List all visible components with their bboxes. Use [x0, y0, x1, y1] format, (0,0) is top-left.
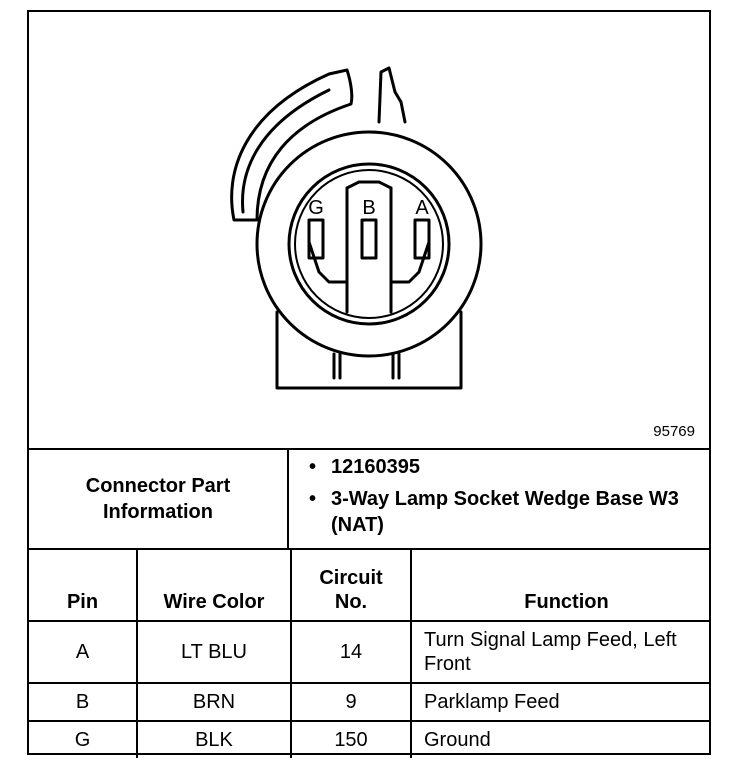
row-circuit: 14: [290, 620, 412, 684]
connector-drawing: G B A: [230, 66, 483, 390]
connector-info-list: 12160395 3-Way Lamp Socket Wedge Base W3…: [291, 450, 709, 548]
row-pin: B: [29, 682, 138, 722]
connector-diagram: G B A 95769: [29, 12, 709, 450]
row-wire-color: BLK: [136, 720, 292, 758]
row-pin: G: [29, 720, 138, 758]
header-circuit-text: Circuit No.: [319, 567, 383, 613]
row-pin: A: [29, 620, 138, 684]
table-row: G BLK 150 Ground: [29, 720, 709, 758]
row-circuit: 150: [290, 720, 412, 758]
housing-base: [275, 310, 463, 390]
row-circuit: 9: [290, 682, 412, 722]
socket-slot: [307, 240, 431, 284]
connector-info-label: Connector Part Information: [29, 450, 289, 548]
terminal-g: [307, 218, 325, 260]
figure-number: 95769: [653, 423, 695, 440]
header-function: Function: [410, 550, 709, 622]
terminal-b: [360, 218, 378, 260]
part-description: 3-Way Lamp Socket Wedge Base W3 (NAT): [309, 486, 709, 538]
row-wire-color: LT BLU: [136, 620, 292, 684]
connector-info: Connector Part Information 12160395 3-Wa…: [29, 450, 709, 550]
header-pin: Pin: [29, 550, 138, 622]
part-number: 12160395: [309, 454, 709, 480]
top-notch: [345, 180, 393, 190]
table-row: B BRN 9 Parklamp Feed: [29, 682, 709, 722]
outer-ring: [255, 130, 483, 358]
header-wire-color: Wire Color: [136, 550, 292, 622]
pin-table: Pin Wire Color Circuit No. Function A LT…: [29, 550, 709, 758]
connector-frame: G B A 95769 Connector Part Information 1…: [27, 10, 711, 758]
row-function: Parklamp Feed: [410, 682, 709, 722]
inner-ring: [287, 162, 451, 326]
row-function: Ground: [410, 720, 709, 758]
table-row: A LT BLU 14 Turn Signal Lamp Feed, Left …: [29, 620, 709, 684]
pin-label-g: G: [308, 197, 324, 219]
key-tab: [377, 66, 407, 124]
locking-tab: [230, 68, 354, 222]
row-function: Turn Signal Lamp Feed, Left Front: [410, 620, 709, 684]
pin-label-a: A: [415, 197, 429, 219]
pin-label-b: B: [362, 197, 375, 219]
inner-ring-2: [294, 169, 444, 319]
terminal-a: [413, 218, 431, 260]
row-wire-color: BRN: [136, 682, 292, 722]
pin-table-header: Pin Wire Color Circuit No. Function: [29, 550, 709, 622]
header-circuit: Circuit No.: [290, 550, 412, 622]
locking-tab-inner: [241, 88, 331, 214]
